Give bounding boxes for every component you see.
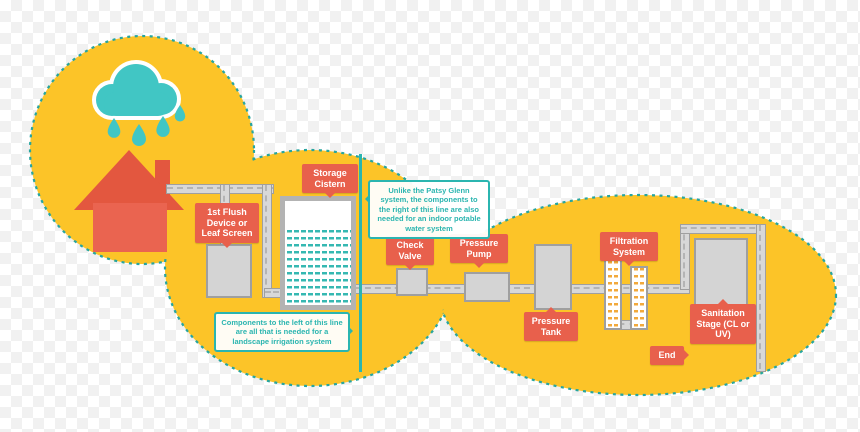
cloud-icon (92, 60, 181, 120)
pipe-sanitation-top-run (680, 224, 766, 234)
divider-line (359, 154, 362, 372)
label-end: End (650, 346, 689, 365)
label-check-valve: Check Valve (386, 236, 434, 271)
pressure-pump-unit (464, 272, 510, 302)
label-first-flush-device: 1st Flush Device or Leaf Screen (195, 203, 259, 248)
raindrops-icon (107, 105, 186, 146)
storage-cistern-tank (280, 196, 356, 310)
filtration-column-2 (630, 266, 648, 330)
house-icon (74, 150, 184, 252)
label-filtration-system: Filtration System (600, 232, 658, 267)
note-right-of-line: Unlike the Patsy Glenn system, the compo… (365, 180, 490, 239)
label-storage-cistern: Storage Cistern (302, 164, 358, 199)
label-sanitation-stage: Sanitation Stage (CL or UV) (690, 299, 756, 344)
pipe-outlet-down-run (756, 224, 766, 372)
filtration-column-1 (604, 252, 622, 330)
note-left-of-line: Components to the left of this line are … (214, 312, 353, 353)
pressure-tank-unit (534, 244, 572, 310)
pipe-to-cistern (262, 184, 272, 298)
cistern-water (285, 230, 351, 305)
label-pressure-tank: Pressure Tank (524, 306, 578, 342)
